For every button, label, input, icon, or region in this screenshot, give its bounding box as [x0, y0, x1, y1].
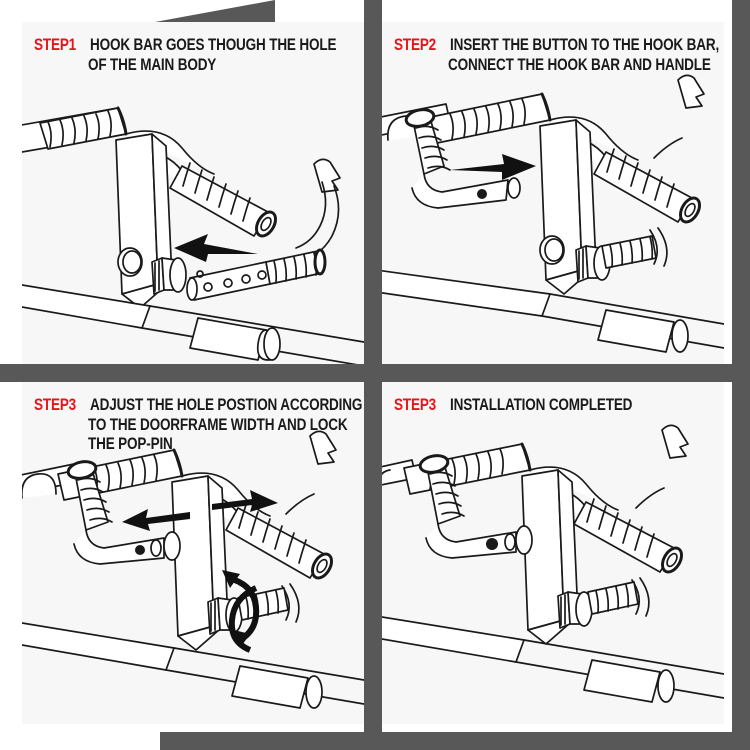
panel-step-4: STEP3 INSTALLATION COMPLETED	[382, 382, 724, 724]
insertion-arrow-right	[450, 154, 536, 180]
illustration-adjust-hole-position-and-lock-pop-pin	[22, 430, 364, 709]
insertion-arrow-left	[174, 234, 258, 262]
illustration-installation-completed-assembly	[382, 424, 724, 703]
illustration-hook-bar-into-main-body-hole	[22, 106, 364, 364]
panel-divider-vertical	[364, 0, 382, 732]
panel-step-3: STEP3 ADJUST THE HOLE POSTION ACCORDING …	[22, 382, 364, 724]
adjust-arrow-right	[212, 490, 278, 512]
adjust-arrow-left	[122, 509, 190, 531]
frame-band-bottom	[160, 732, 750, 750]
panel-step-1: STEP1 HOOK BAR GOES THOUGH THE HOLE OF T…	[22, 22, 364, 364]
panel-step-2: STEP2 INSERT THE BUTTON TO THE HOOK BAR,…	[382, 22, 724, 364]
illustration-insert-button-connect-hook-bar-and-handle	[382, 74, 724, 353]
rotate-arrow-circular	[222, 570, 260, 653]
frame-band-right	[732, 0, 750, 750]
